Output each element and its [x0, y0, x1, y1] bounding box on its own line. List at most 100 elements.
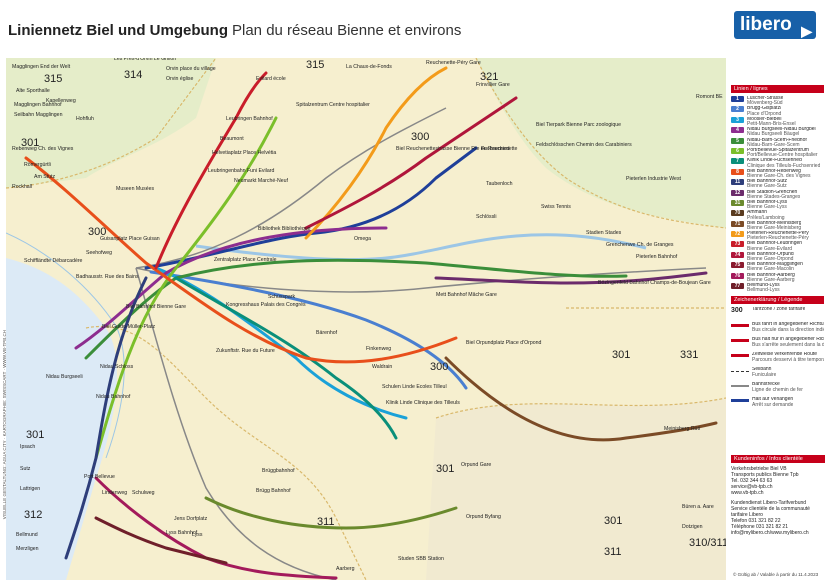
- line-2[interactable]: [149, 270, 468, 390]
- stop-label[interactable]: Studen SBB Station: [398, 556, 444, 562]
- stop-label[interactable]: Bözingenfeld Bahnhof Champs-de-Boujean G…: [598, 280, 711, 286]
- stop-label[interactable]: Merzligen: [16, 546, 39, 552]
- stop-label[interactable]: Swiss Tennis: [541, 204, 571, 210]
- stop-label[interactable]: Mett Bahnhof Mâche Gare: [436, 292, 497, 298]
- contact-line: Telefon 031 321 82 22: [731, 518, 781, 524]
- stop-label[interactable]: Museen Musées: [116, 186, 154, 192]
- stop-label[interactable]: Biel Reuchenettestrasse Bienne Rte de Re…: [396, 146, 518, 152]
- stop-label[interactable]: Schiffländte Débarcadère: [24, 258, 83, 264]
- stop-label[interactable]: Feldschlösschen Chemin des Carabiniers: [536, 142, 632, 148]
- stop-label[interactable]: Schulweg: [132, 490, 155, 496]
- stop-label[interactable]: Neumarkt Marché-Neuf: [234, 178, 288, 184]
- zone-label: 312: [24, 509, 42, 521]
- line-31[interactable]: [204, 496, 458, 530]
- line-73[interactable]: [154, 71, 268, 270]
- stop-label[interactable]: Helvetiaplatz Place Helvétia: [212, 150, 276, 156]
- stop-label[interactable]: Zentralplatz Place Centrale: [214, 257, 277, 263]
- contact-line: Tel. 032 344 63 63: [731, 478, 773, 484]
- stop-label[interactable]: Fuchsenried: [481, 146, 510, 152]
- stop-label[interactable]: Kongresshaus Palais des Congrès: [226, 302, 306, 308]
- stop-label[interactable]: Orvin place du village: [166, 66, 216, 72]
- stop-label[interactable]: Meinisberg Rüti: [664, 426, 700, 432]
- stop-label[interactable]: Leubringenbahn Funi Evilard: [208, 168, 274, 174]
- stop-label[interactable]: Romont BE: [696, 94, 723, 100]
- line-3[interactable]: [154, 266, 408, 420]
- stop-label[interactable]: Grenchenwe Ch. de Granges: [606, 242, 674, 248]
- line-8[interactable]: [24, 156, 458, 364]
- stop-label[interactable]: Taubenloch: [486, 181, 513, 187]
- stop-label[interactable]: La Chaux-de-Fonds: [346, 64, 392, 70]
- stop-label[interactable]: Orvin église: [166, 76, 194, 82]
- line-4[interactable]: [74, 226, 388, 350]
- stop-label[interactable]: Schulen Linde Ecoles Tilleul: [382, 384, 447, 390]
- stop-label[interactable]: Stadien Stades: [586, 230, 622, 236]
- stop-label[interactable]: Römergürtli: [24, 162, 51, 168]
- stop-label[interactable]: Les Prés-d'Orvin Le Grillon: [114, 58, 176, 62]
- stop-label[interactable]: Waldrain: [372, 364, 392, 370]
- line-11[interactable]: [64, 276, 148, 560]
- stop-label[interactable]: Schüsspark: [268, 294, 296, 300]
- stop-label[interactable]: Zukunftstr. Rue du Future: [216, 348, 275, 354]
- stop-label[interactable]: Ipsach: [20, 444, 35, 450]
- stop-label[interactable]: Evilard école: [256, 76, 286, 82]
- stop-label[interactable]: Aarberg: [336, 566, 355, 572]
- stop-label[interactable]: Reuchenette-Péry Gare: [426, 60, 481, 66]
- stop-label[interactable]: Nidau Burgseeli: [46, 374, 83, 380]
- stop-label[interactable]: Leubringen Bahnhof: [226, 116, 273, 122]
- halt-icon: [731, 399, 749, 405]
- stop-label[interactable]: Büren a. Aare: [682, 504, 714, 510]
- stop-label[interactable]: Am Stutz: [34, 174, 55, 180]
- line-5[interactable]: [84, 258, 628, 360]
- stop-label[interactable]: Brüggbahnhof: [262, 468, 295, 474]
- stop-label[interactable]: Kapellenweg: [46, 98, 76, 104]
- stop-label[interactable]: Bibliothek Bibliothèque: [258, 226, 311, 232]
- stop-label[interactable]: Magglingen Bahnhof: [14, 102, 62, 108]
- stop-label[interactable]: Omega: [354, 236, 371, 242]
- stop-label[interactable]: Sutz: [20, 466, 31, 472]
- stop-label[interactable]: Bärenhof: [316, 330, 338, 336]
- stop-label[interactable]: Dotzigen: [682, 524, 703, 530]
- stop-label[interactable]: Schlössli: [476, 214, 496, 220]
- stop-label[interactable]: Orpund Byfang: [466, 514, 501, 520]
- line-74[interactable]: [304, 96, 518, 230]
- stop-label[interactable]: Lyss Bahnhof: [166, 530, 198, 536]
- legend-symbol-stop: Bus hält nur in angegebener RichtungBus …: [731, 337, 824, 352]
- stop-label[interactable]: Lattrigen: [20, 486, 40, 492]
- stop-label[interactable]: Badhausstr. Rue des Bains: [76, 274, 139, 280]
- stop-label[interactable]: Lyss: [192, 532, 203, 538]
- line-72[interactable]: [304, 66, 448, 240]
- stop-label[interactable]: Seehofweg: [86, 250, 112, 256]
- stop-label[interactable]: Nidau Schloss: [100, 364, 134, 370]
- stop-label[interactable]: Brügg Bahnhof: [256, 488, 291, 494]
- stop-label[interactable]: Spitalzentrum Centre hospitalier: [296, 102, 370, 108]
- network-map[interactable]: 315 314 315 321 301 300 300 301 331 301 …: [6, 58, 726, 580]
- stop-label[interactable]: Biel Orpundplatz Place d'Orpond: [466, 340, 542, 346]
- stop-label[interactable]: Biel Guido-Müller-Platz: [102, 324, 155, 330]
- stop-label[interactable]: Klinik Linde Clinique des Tilleuls: [386, 400, 460, 406]
- stop-label[interactable]: Rebenweg Ch. des Vignes: [12, 146, 74, 152]
- stop-label[interactable]: Finkenweg: [366, 346, 391, 352]
- stop-label[interactable]: Lindenweg: [102, 490, 127, 496]
- stop-label[interactable]: Orpund Gare: [461, 462, 491, 468]
- stop-label[interactable]: Port Bellevue: [84, 474, 115, 480]
- stop-label[interactable]: Alte Sporthalle: [16, 88, 50, 94]
- stop-label[interactable]: Pieterlen Industrie West: [626, 176, 682, 182]
- stop-label[interactable]: Beaumont: [220, 136, 244, 142]
- stop-label[interactable]: Magglingen End der Welt: [12, 64, 71, 70]
- stop-label[interactable]: Seilbahn Magglingen: [14, 112, 63, 118]
- stop-label[interactable]: Rockhall: [12, 184, 32, 190]
- stop-label[interactable]: Jens Dorfplatz: [174, 516, 208, 522]
- stop-label[interactable]: Bellmund: [16, 532, 38, 538]
- stop-label[interactable]: Nidau Bahnhof: [96, 394, 131, 400]
- line-12[interactable]: [434, 271, 708, 285]
- line-77[interactable]: [94, 516, 228, 565]
- stop-label[interactable]: Guisanplatz Place Guisan: [100, 236, 160, 242]
- stop-label[interactable]: Frinvillier Gare: [476, 82, 510, 88]
- stop-label[interactable]: Hohfluh: [76, 116, 94, 122]
- stop-label[interactable]: Pieterlen Bahnhof: [636, 254, 678, 260]
- line-7[interactable]: [174, 276, 398, 440]
- line-6[interactable]: [94, 116, 278, 460]
- stop-label[interactable]: Biel Bahnhof Bienne Gare: [126, 304, 186, 310]
- stop-label[interactable]: Biel Tierpark Bienne Parc zoologique: [536, 122, 621, 128]
- line-71[interactable]: [444, 356, 718, 442]
